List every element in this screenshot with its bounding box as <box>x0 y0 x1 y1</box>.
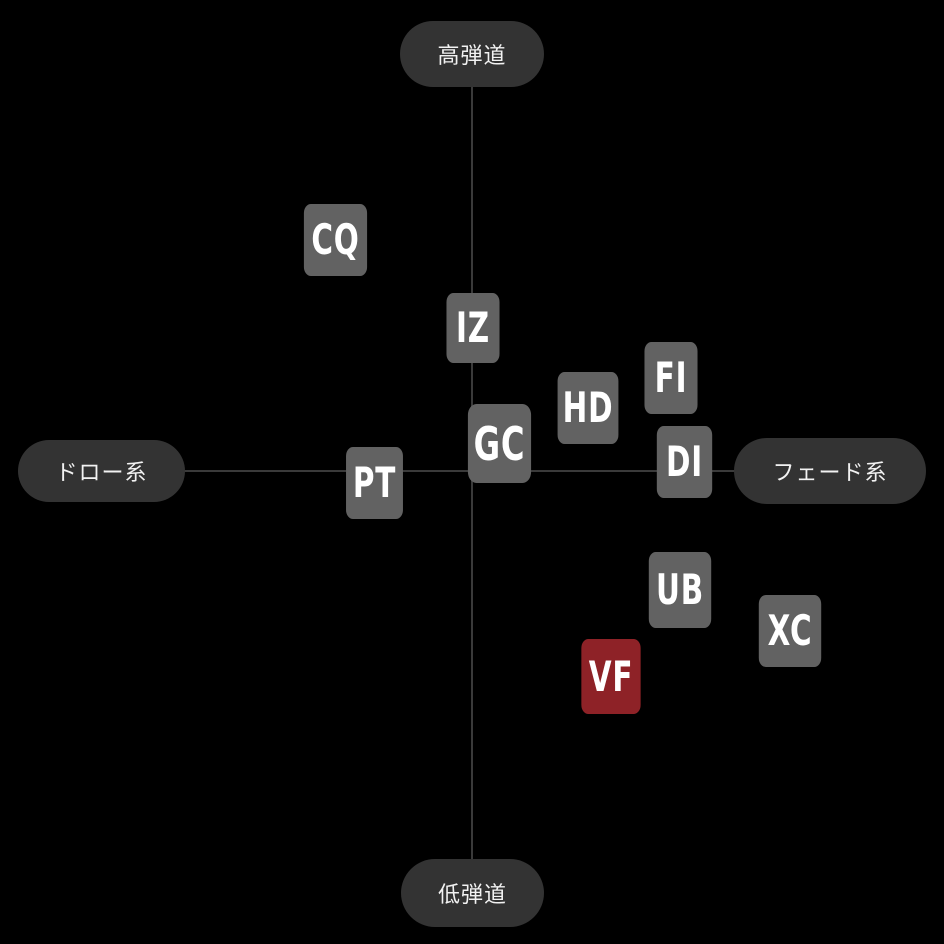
node-cq[interactable]: CQ <box>303 204 368 276</box>
node-gc-label: GC <box>473 416 526 471</box>
axis-label-draw-type-text: ドロー系 <box>55 461 148 486</box>
axis-label-high-trajectory-text: 高弾道 <box>437 44 507 69</box>
node-fi-label: FI <box>654 353 688 402</box>
node-vf-label: VF <box>588 651 634 701</box>
axis-label-low-trajectory-text: 低弾道 <box>437 883 507 908</box>
node-xc-label: XC <box>767 606 813 655</box>
axis-label-low-trajectory: 低弾道 <box>401 859 544 927</box>
axis-label-fade-type: フェード系 <box>734 438 926 504</box>
node-fi[interactable]: FI <box>644 342 698 414</box>
node-hd[interactable]: HD <box>557 372 619 444</box>
node-pt[interactable]: PT <box>346 447 403 519</box>
node-xc[interactable]: XC <box>758 595 822 667</box>
node-di[interactable]: DI <box>656 426 713 498</box>
node-cq-label: CQ <box>311 215 360 264</box>
node-ub-label: UB <box>656 565 704 614</box>
node-pt-label: PT <box>352 458 397 507</box>
node-di-label: DI <box>665 437 704 486</box>
node-vf[interactable]: VF <box>581 639 641 714</box>
node-iz-label: IZ <box>456 303 490 352</box>
node-ub[interactable]: UB <box>648 552 712 628</box>
axis-label-fade-type-text: フェード系 <box>772 461 888 486</box>
axis-label-draw-type: ドロー系 <box>18 440 185 502</box>
node-hd-label: HD <box>562 383 614 432</box>
axis-label-high-trajectory: 高弾道 <box>400 21 544 87</box>
node-gc[interactable]: GC <box>467 404 532 483</box>
node-iz[interactable]: IZ <box>446 293 500 363</box>
